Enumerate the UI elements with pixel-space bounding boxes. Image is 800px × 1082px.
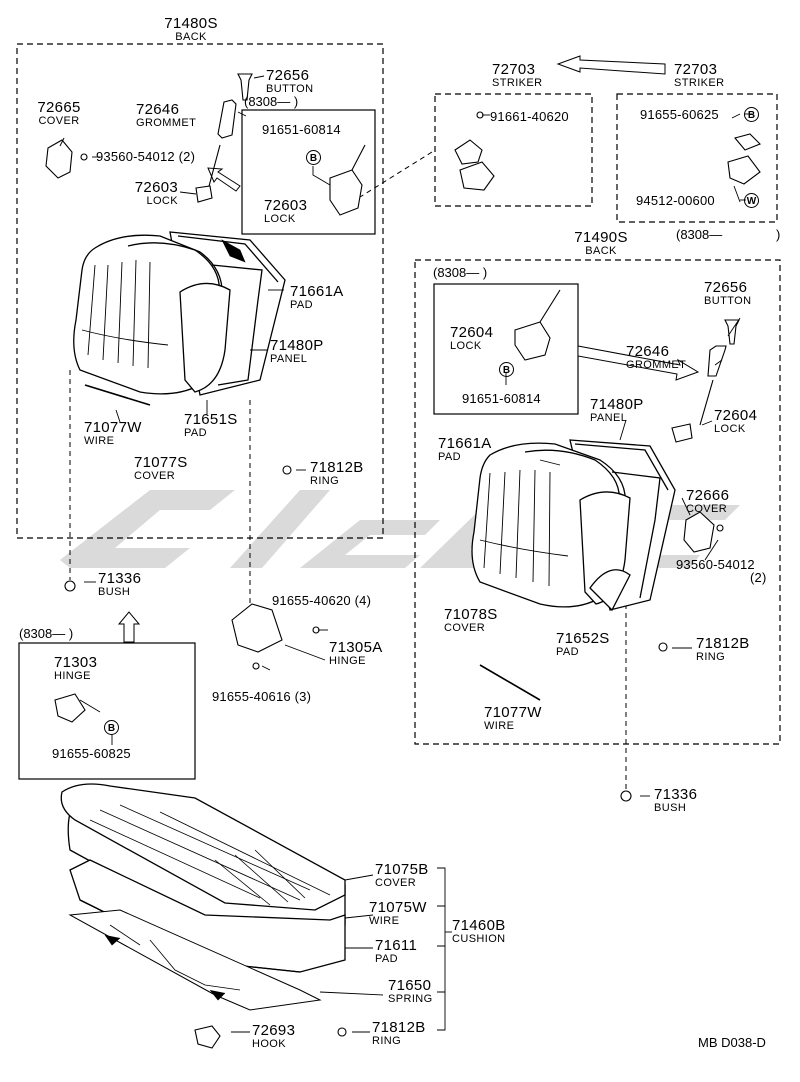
left-back-assembly-label: 71480S BACK	[156, 16, 226, 43]
seat-cushion-drawing	[60, 783, 346, 1011]
right-back-assembly-box	[414, 259, 781, 745]
lock-inset-left	[241, 109, 376, 235]
left-seatback-drawing	[73, 231, 286, 396]
fastener-91655-60825: 91655-60825	[52, 746, 131, 761]
cut-symbol-circle: B	[306, 150, 321, 165]
part-number: 71480S	[164, 15, 218, 32]
production-range-right-lock: (8308— )	[433, 265, 488, 280]
arrow-lock-right	[577, 345, 700, 381]
fastener-93560-54012-left: 93560-54012 (2)	[96, 149, 196, 164]
fastener-94512-00600: 94512-00600	[636, 193, 715, 208]
part-number: 71490S	[574, 229, 628, 246]
right-back-assembly-label: 71490S BACK	[566, 230, 636, 257]
cut-symbol-circle: B	[744, 107, 759, 122]
part-name: CUSHION	[452, 933, 506, 945]
washer-symbol-circle: W	[744, 193, 759, 208]
left-back-assembly-box	[16, 43, 384, 539]
cut-symbol-circle: B	[499, 362, 514, 377]
arrow-hinge	[117, 611, 141, 643]
fastener-93560-54012-right: 93560-54012	[676, 557, 755, 572]
fastener-91655-40620: 91655-40620 (4)	[272, 593, 372, 608]
cut-symbol-circle: B	[104, 720, 119, 735]
right-seatback-drawing	[471, 439, 676, 612]
fastener-91651-60814-right: 91651-60814	[462, 391, 541, 406]
part-number: 71460B	[452, 917, 506, 934]
range-close-bracket: )	[776, 227, 781, 242]
fastener-91651-60814-left: 91651-60814	[262, 122, 341, 137]
arrow-striker	[556, 55, 666, 75]
fastener-91655-40616: 91655-40616 (3)	[212, 689, 312, 704]
part-name: BACK	[585, 245, 617, 257]
diagram-code: MB D038-D	[698, 1035, 766, 1050]
striker-box-left	[434, 93, 593, 207]
fastener-91655-60625: 91655-60625	[640, 107, 719, 122]
striker-box-right	[616, 93, 778, 223]
production-range-left-lock: (8308— )	[244, 94, 299, 109]
production-range-hinge: (8308— )	[19, 626, 74, 641]
fastener-qty-right: (2)	[750, 570, 767, 585]
leader-lines	[59, 75, 752, 1033]
production-range-striker: (8308—	[676, 227, 723, 242]
arrow-lock-left	[207, 167, 241, 192]
fastener-91661-40620: 91661-40620	[490, 109, 569, 124]
part-name: BACK	[175, 31, 207, 43]
hardware-drawings	[45, 73, 761, 1049]
hinge-inset	[18, 642, 196, 780]
cushion-assembly-label: 71460B CUSHION	[452, 918, 506, 945]
